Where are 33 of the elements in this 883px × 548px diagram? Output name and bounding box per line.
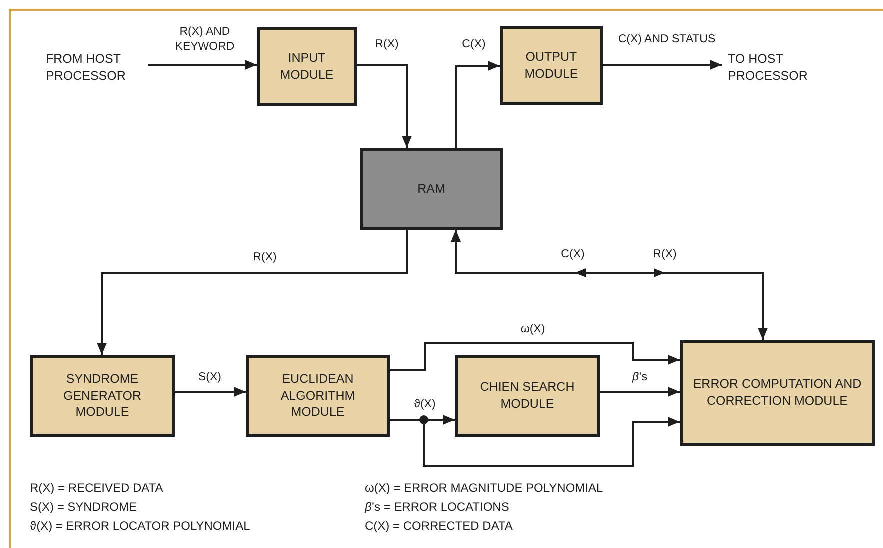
legend-note: C(X) = CORRECTED DATA <box>365 519 513 533</box>
edge-label: C(X) <box>461 38 487 52</box>
edge-label: β’s <box>632 370 648 386</box>
edge-label: S(X) <box>198 370 222 386</box>
module-box: EUCLIDEAN ALGORITHM MODULE <box>246 355 390 437</box>
arrow <box>357 64 412 148</box>
legend-note: R(X) = RECEIVED DATA <box>30 481 164 495</box>
endpoint-label: TO HOST PROCESSOR <box>722 44 832 92</box>
legend-note: ω(X) = ERROR MAGNITUDE POLYNOMIAL <box>365 481 604 495</box>
module-box: SYNDROME GENERATOR MODULE <box>30 355 175 437</box>
edge-label: ϑ(X) <box>413 398 437 412</box>
module-box: ERROR COMPUTATION AND CORRECTION MODULE <box>680 340 875 446</box>
module-box: INPUT MODULE <box>257 27 357 106</box>
arrow <box>600 387 680 397</box>
arrow <box>390 342 680 371</box>
module-box: OUTPUT MODULE <box>500 26 603 105</box>
legend-note: β’s = ERROR LOCATIONS <box>365 500 510 514</box>
endpoint-label: FROM HOST PROCESSOR <box>40 44 148 92</box>
arrow <box>97 230 408 355</box>
edge-label: R(X) <box>652 248 678 262</box>
edge-label: C(X) <box>560 248 586 262</box>
edge-label: ω(X) <box>520 322 546 338</box>
legend-note: S(X) = SYNDROME <box>30 500 138 514</box>
edge-label: C(X) AND STATUS <box>616 32 718 48</box>
arrow <box>148 60 257 70</box>
legend-note: ϑ(X) = ERROR LOCATOR POLYNOMIAL <box>30 519 250 533</box>
edge-label: R(X) <box>252 250 278 266</box>
arrow <box>175 387 246 397</box>
arrow <box>603 60 722 70</box>
memory-block: RAM <box>360 148 503 230</box>
module-box: CHIEN SEARCH MODULE <box>455 355 600 437</box>
arrow <box>455 61 500 148</box>
edge-label: R(X) <box>374 38 400 52</box>
